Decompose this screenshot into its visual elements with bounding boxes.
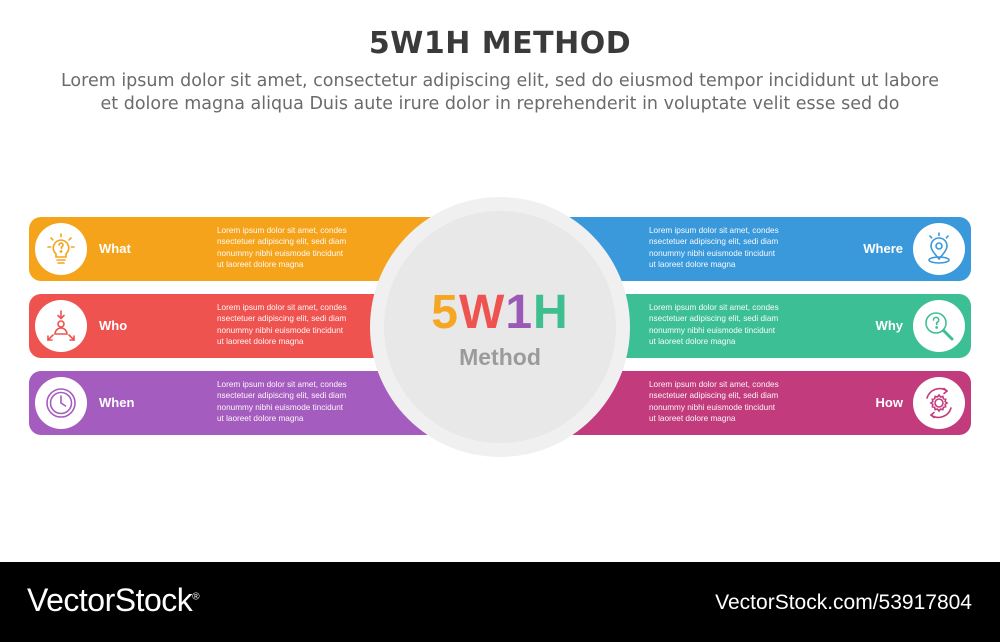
- clock-icon: [35, 377, 87, 429]
- magnifier-question-icon: [913, 300, 965, 352]
- gear-cycle-icon: [913, 377, 965, 429]
- item-what: What Lorem ipsum dolor sit amet, condes …: [29, 217, 449, 281]
- desc-line: nonummy nibhi euismode tincidunt: [649, 325, 776, 335]
- center-subtitle: Method: [459, 344, 541, 370]
- location-pin-icon: [913, 223, 965, 275]
- item-label: Why: [875, 318, 903, 333]
- center-title: 5W1H: [384, 285, 616, 340]
- desc-line: nonummy nibhi euismode tincidunt: [217, 248, 344, 258]
- desc-line: ut laoreet dolore magna: [649, 336, 736, 346]
- center-circle: [384, 211, 616, 443]
- desc-line: ut laoreet dolore magna: [217, 336, 304, 346]
- center-title-letter: H: [533, 286, 569, 339]
- item-description: Lorem ipsum dolor sit amet, condes nsect…: [217, 379, 367, 424]
- page-subtitle: Lorem ipsum dolor sit amet, consectetur …: [30, 70, 970, 116]
- item-label: What: [99, 241, 131, 256]
- footer-url: VectorStock.com/53917804: [715, 591, 972, 614]
- item-description: Lorem ipsum dolor sit amet, condes nsect…: [217, 302, 367, 347]
- desc-line: ut laoreet dolore magna: [649, 413, 736, 423]
- desc-line: ut laoreet dolore magna: [217, 413, 304, 423]
- desc-line: nonummy nibhi euismode tincidunt: [649, 248, 776, 258]
- center-title-letter: 5: [431, 286, 459, 339]
- lightbulb-question-icon: [35, 223, 87, 275]
- desc-line: nonummy nibhi euismode tincidunt: [217, 325, 344, 335]
- subtitle-line: et dolore magna aliqua Duis aute irure d…: [100, 94, 900, 114]
- item-description: Lorem ipsum dolor sit amet, condes nsect…: [649, 302, 799, 347]
- brand-name: VectorStock: [27, 582, 193, 618]
- desc-line: nsectetuer adipiscing elit, sedi diam: [217, 314, 347, 324]
- desc-line: Lorem ipsum dolor sit amet, condes: [217, 303, 347, 312]
- page-title: 5W1H METHOD: [368, 26, 632, 61]
- person-arrows-icon: [35, 300, 87, 352]
- desc-line: nonummy nibhi euismode tincidunt: [649, 402, 776, 412]
- desc-line: Lorem ipsum dolor sit amet, condes: [649, 226, 779, 235]
- desc-line: Lorem ipsum dolor sit amet, condes: [649, 380, 779, 389]
- desc-line: nsectetuer adipiscing elit, sedi diam: [649, 314, 779, 324]
- desc-line: ut laoreet dolore magna: [649, 259, 736, 269]
- item-when: When Lorem ipsum dolor sit amet, condes …: [29, 371, 449, 435]
- center-title-letter: 1: [505, 286, 534, 339]
- center-title-letter: W: [459, 286, 506, 339]
- desc-line: nsectetuer adipiscing elit, sedi diam: [649, 237, 779, 247]
- desc-line: Lorem ipsum dolor sit amet, condes: [649, 303, 779, 312]
- desc-line: nonummy nibhi euismode tincidunt: [217, 402, 344, 412]
- subtitle-line: Lorem ipsum dolor sit amet, consectetur …: [60, 71, 940, 91]
- item-label: Who: [99, 318, 128, 333]
- watermark-footer: VectorStock® VectorStock.com/53917804: [0, 562, 1000, 642]
- item-label: When: [99, 395, 135, 410]
- desc-line: Lorem ipsum dolor sit amet, condes: [217, 226, 347, 235]
- item-description: Lorem ipsum dolor sit amet, condes nsect…: [217, 225, 367, 270]
- desc-line: nsectetuer adipiscing elit, sedi diam: [217, 237, 347, 247]
- desc-line: nsectetuer adipiscing elit, sedi diam: [649, 391, 779, 401]
- item-description: Lorem ipsum dolor sit amet, condes nsect…: [649, 379, 799, 424]
- desc-line: nsectetuer adipiscing elit, sedi diam: [217, 391, 347, 401]
- item-label: How: [875, 395, 903, 410]
- item-how: Lorem ipsum dolor sit amet, condes nsect…: [551, 371, 971, 435]
- item-label: Where: [863, 241, 903, 256]
- desc-line: Lorem ipsum dolor sit amet, condes: [217, 380, 347, 389]
- brand-logo: VectorStock®: [27, 582, 200, 619]
- item-where: Lorem ipsum dolor sit amet, condes nsect…: [551, 217, 971, 281]
- item-description: Lorem ipsum dolor sit amet, condes nsect…: [649, 225, 799, 270]
- desc-line: ut laoreet dolore magna: [217, 259, 304, 269]
- brand-mark: ®: [192, 591, 200, 603]
